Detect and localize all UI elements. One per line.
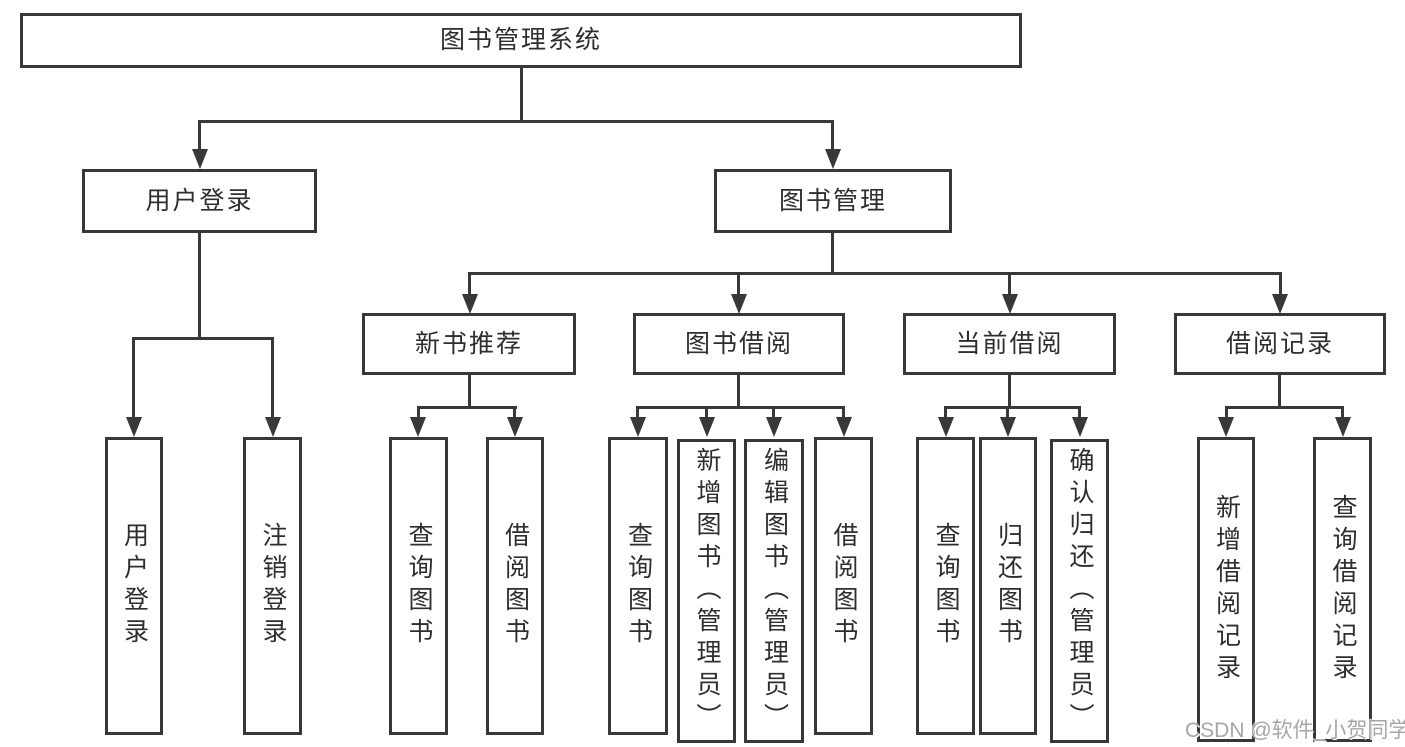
csdn-watermark: CSDN @软件_小贺同学: [1185, 719, 1405, 742]
connector-vline: [705, 406, 708, 419]
connector-vline: [468, 272, 471, 296]
connector-vline: [737, 272, 740, 296]
connector-vline: [1225, 406, 1228, 419]
arrow-down-icon: [1000, 417, 1016, 437]
connector-hline: [469, 272, 1281, 275]
node-edit-book-admin: 编辑图书（管理员）: [744, 439, 804, 743]
connector-vline: [520, 68, 523, 121]
arrow-down-icon: [410, 417, 426, 437]
connector-vline: [1341, 406, 1344, 419]
arrow-down-icon: [507, 417, 523, 437]
connector-vline: [1008, 375, 1011, 407]
connector-vline: [842, 406, 845, 419]
arrow-down-icon: [1002, 294, 1018, 314]
connector-vline: [271, 337, 274, 417]
arrow-down-icon: [699, 417, 715, 437]
connector-vline: [1278, 375, 1281, 407]
node-borrow-books-recommend: 借阅图书: [486, 437, 544, 735]
connector-vline: [417, 406, 420, 419]
node-borrowing-records: 借阅记录: [1174, 313, 1386, 375]
arrow-down-icon: [265, 417, 281, 437]
connector-vline: [1279, 272, 1282, 296]
arrow-down-icon: [938, 417, 954, 437]
node-return-book: 归还图书: [979, 437, 1037, 735]
connector-hline: [417, 406, 517, 409]
node-add-borrow-record: 新增借阅记录: [1197, 437, 1255, 742]
connector-vline: [1008, 272, 1011, 296]
node-query-books-recommend: 查询图书: [389, 437, 448, 735]
node-book-management: 图书管理: [714, 169, 952, 233]
connector-vline: [1006, 406, 1009, 419]
connector-hline: [636, 406, 844, 409]
connector-vline: [198, 120, 201, 150]
arrow-down-icon: [192, 149, 208, 169]
arrow-down-icon: [766, 417, 782, 437]
connector-vline: [831, 233, 834, 273]
connector-vline: [1078, 406, 1081, 419]
connector-vline: [944, 406, 947, 419]
node-query-books-current: 查询图书: [916, 437, 975, 735]
node-query-books-borrow: 查询图书: [608, 437, 668, 735]
arrow-down-icon: [731, 294, 747, 314]
node-confirm-return-admin: 确认归还（管理员）: [1050, 439, 1109, 743]
connector-vline: [737, 375, 740, 407]
connector-hline: [1225, 406, 1344, 409]
node-logout-action: 注销登录: [243, 437, 302, 735]
arrow-down-icon: [1272, 294, 1288, 314]
connector-vline: [198, 233, 201, 338]
arrow-down-icon: [1335, 417, 1351, 437]
node-new-book-recommendation: 新书推荐: [362, 313, 576, 375]
node-library-management-system: 图书管理系统: [20, 13, 1022, 68]
node-user-login-action: 用户登录: [105, 437, 163, 735]
connector-hline: [133, 337, 274, 340]
connector-vline: [468, 375, 471, 407]
node-book-borrowing: 图书借阅: [633, 313, 845, 375]
connector-vline: [772, 406, 775, 419]
connector-vline: [132, 337, 135, 417]
arrow-down-icon: [630, 417, 646, 437]
arrow-down-icon: [1072, 417, 1088, 437]
connector-hline: [198, 120, 834, 123]
arrow-down-icon: [126, 417, 142, 437]
connector-hline: [944, 406, 1081, 409]
arrow-down-icon: [836, 417, 852, 437]
node-borrow-books: 借阅图书: [814, 437, 873, 735]
arrow-down-icon: [462, 294, 478, 314]
connector-vline: [831, 120, 834, 150]
node-user-login: 用户登录: [82, 169, 317, 233]
connector-vline: [636, 406, 639, 419]
node-current-borrowing: 当前借阅: [903, 313, 1116, 375]
arrow-down-icon: [825, 149, 841, 169]
arrow-down-icon: [1218, 417, 1234, 437]
node-query-borrow-record: 查询借阅记录: [1313, 437, 1372, 742]
node-add-book-admin: 新增图书（管理员）: [677, 439, 736, 743]
connector-vline: [513, 406, 516, 419]
